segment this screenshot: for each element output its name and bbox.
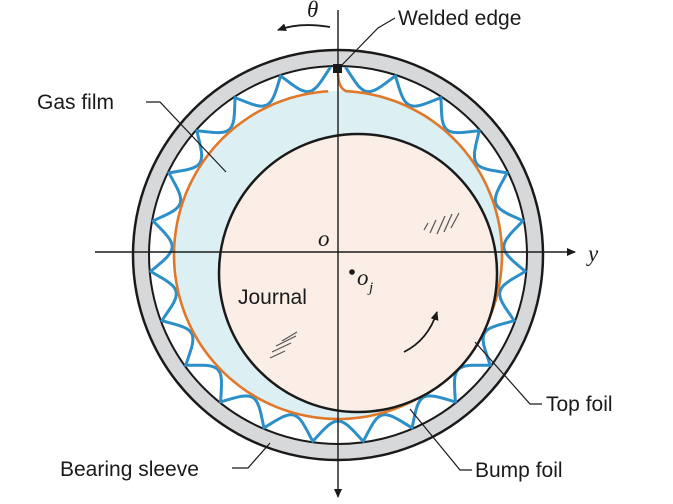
journal-center-point	[349, 269, 355, 275]
top-foil-label: Top foil	[546, 393, 613, 416]
origin-label: o	[318, 226, 330, 251]
journal-center-subscript: j	[367, 280, 373, 296]
journal	[217, 132, 499, 414]
gas-film-label: Gas film	[37, 91, 114, 114]
rotation-arrow	[403, 311, 439, 353]
bump-foil-label: Bump foil	[475, 459, 563, 482]
journal-center-label: o	[357, 265, 369, 290]
bump-foil-leader	[409, 408, 472, 471]
bearing-sleeve-leader	[232, 442, 271, 469]
theta-arrow	[277, 23, 331, 32]
welded-edge-label: Welded edge	[398, 7, 521, 30]
welded-edge-marker	[333, 64, 342, 73]
top-foil-leader	[474, 341, 542, 405]
theta-symbol: θ	[307, 0, 318, 22]
bearing-sleeve-label: Bearing sleeve	[60, 458, 199, 481]
y-axis-label: y	[586, 241, 599, 266]
journal-label: Journal	[238, 286, 307, 309]
journal-highlight-marks	[269, 212, 460, 359]
gas-film-leader	[146, 101, 227, 173]
welded-edge-leader	[339, 17, 396, 68]
top-foil	[172, 71, 504, 421]
